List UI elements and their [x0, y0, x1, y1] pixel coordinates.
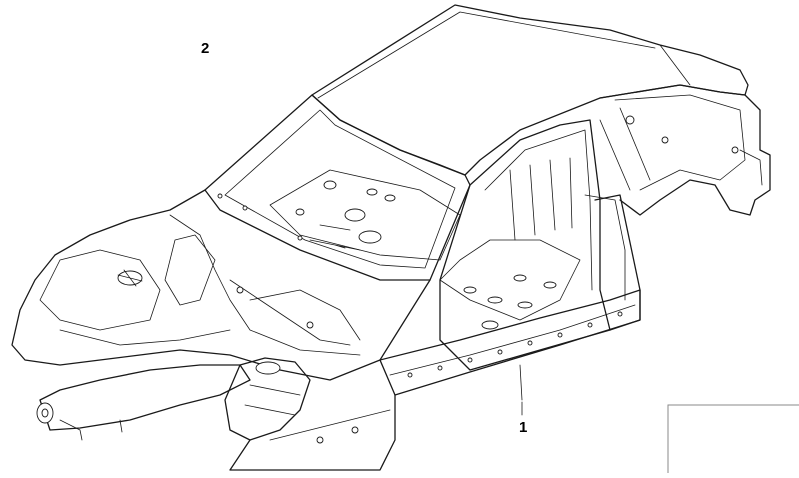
sill-rocker: [379, 289, 641, 401]
front-structure: [11, 189, 431, 381]
callout-1: 1: [519, 419, 528, 436]
inset-box: [667, 404, 799, 478]
floor-pan: [269, 169, 581, 330]
front-frame-rail: [36, 357, 396, 471]
windshield-frame: [204, 94, 471, 281]
callout-2: 2: [201, 40, 210, 57]
roof-panel: [311, 4, 749, 176]
door-opening: [439, 119, 641, 371]
rear-section: [599, 84, 771, 216]
